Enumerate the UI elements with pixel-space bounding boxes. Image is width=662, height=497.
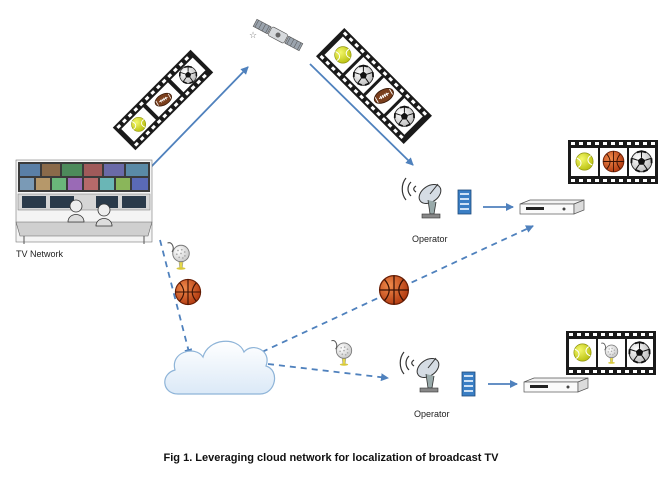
server-icon bbox=[457, 189, 472, 215]
arrow-satellite-to-operator bbox=[309, 63, 414, 166]
satellite-sparkle-icon: ☆ bbox=[249, 31, 257, 41]
satellite-icon bbox=[252, 18, 304, 52]
basketball-icon bbox=[602, 150, 625, 173]
film-strip-receiver-bottom bbox=[566, 331, 656, 375]
soccer-ball-icon bbox=[630, 150, 653, 173]
arrow-uplink-to-satellite bbox=[149, 66, 249, 169]
tv-network-label: TV Network bbox=[16, 249, 64, 259]
satellite-dish-icon bbox=[399, 351, 440, 393]
basketball-icon bbox=[378, 274, 410, 306]
broadcast-control-room-icon bbox=[15, 159, 153, 244]
film-strip-receiver-top bbox=[568, 140, 658, 184]
soccer-ball-icon bbox=[393, 105, 416, 128]
golf-ball-icon bbox=[330, 339, 353, 366]
tennis-ball-icon bbox=[131, 116, 147, 132]
server-icon bbox=[461, 371, 476, 397]
arrows bbox=[149, 63, 534, 388]
operator-top-label: Operator bbox=[412, 234, 448, 244]
satellite-dish-icon bbox=[401, 177, 442, 219]
operator-bottom-label: Operator bbox=[414, 409, 450, 419]
golf-ball-icon bbox=[166, 242, 190, 270]
tennis-ball-icon bbox=[573, 343, 592, 362]
arrow-cloud-to-operator-bottom bbox=[267, 363, 389, 382]
cloud-icon bbox=[164, 340, 276, 395]
arrow-tvnetwork-to-cloud bbox=[159, 239, 193, 357]
film-strip-uplink bbox=[112, 49, 214, 151]
set-top-box-icon bbox=[519, 199, 585, 215]
set-top-box-icon bbox=[523, 377, 589, 393]
soccer-ball-icon bbox=[178, 65, 198, 85]
arrow-cloud-to-settopbox-top bbox=[261, 225, 534, 353]
figure-caption: Fig 1. Leveraging cloud network for loca… bbox=[163, 452, 499, 464]
film-strip-downlink bbox=[316, 28, 432, 144]
tennis-ball-icon bbox=[334, 46, 352, 64]
basketball-icon bbox=[174, 278, 202, 306]
tennis-ball-icon bbox=[575, 152, 594, 171]
soccer-ball-icon bbox=[352, 64, 375, 87]
soccer-ball-icon bbox=[628, 341, 651, 364]
